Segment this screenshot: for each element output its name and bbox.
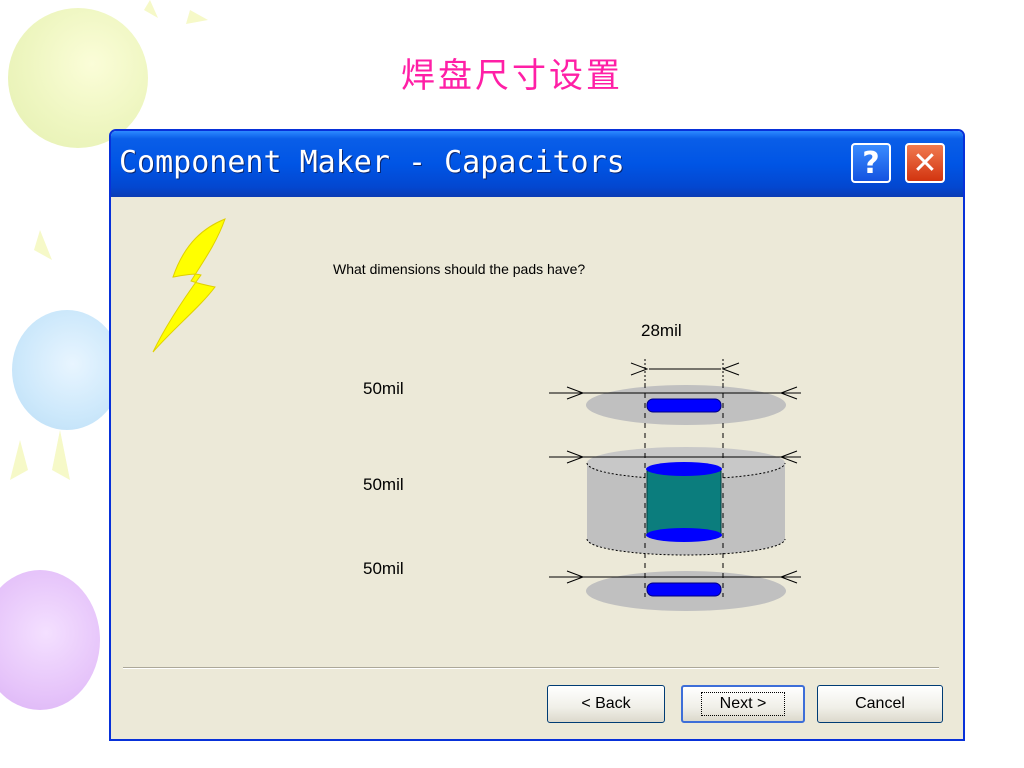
slide-title: 焊盘尺寸设置: [401, 56, 623, 96]
sparkle-decoration: [144, 0, 208, 24]
next-button-label: Next >: [700, 692, 786, 716]
close-button[interactable]: ✕: [905, 143, 945, 183]
next-button[interactable]: Next >: [681, 685, 805, 723]
title-bar[interactable]: Component Maker - Capacitors ? ✕: [111, 131, 963, 197]
bottom-pad-label: 50mil: [363, 559, 404, 578]
hole-width-label: 28mil: [641, 321, 682, 340]
balloon-decoration: [12, 310, 122, 430]
button-separator: [123, 667, 939, 669]
wizard-content: What dimensions should the pads have? 28…: [111, 197, 963, 739]
balloon-decoration: [8, 8, 148, 148]
sparkle-decoration: [10, 230, 70, 480]
lightning-icon: [152, 218, 226, 353]
help-button[interactable]: ?: [851, 143, 891, 183]
pad-diagram: [549, 359, 801, 611]
back-button[interactable]: < Back: [547, 685, 665, 723]
cancel-button[interactable]: Cancel: [817, 685, 943, 723]
mid-pad-label: 50mil: [363, 475, 404, 494]
window-title: Component Maker - Capacitors: [119, 145, 625, 180]
wizard-question: What dimensions should the pads have?: [333, 261, 586, 277]
top-pad-label: 50mil: [363, 379, 404, 398]
dialog-window: Component Maker - Capacitors ? ✕ What di…: [109, 129, 965, 741]
balloon-decoration: [0, 570, 100, 710]
